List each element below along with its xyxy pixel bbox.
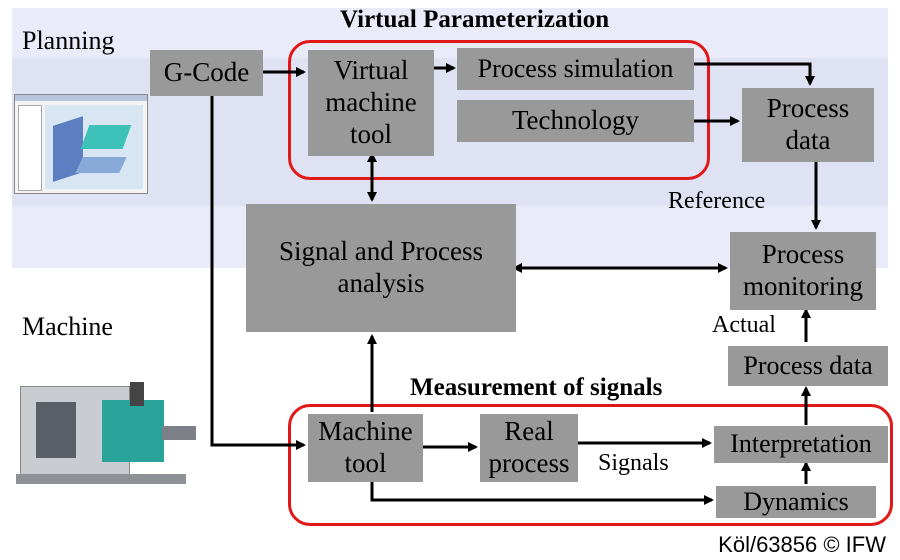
zone-label-machine: Machine <box>22 312 113 341</box>
technology-box: Technology <box>457 100 694 142</box>
measurement-of-signals-frame <box>288 404 893 526</box>
process-data-bottom-box: Process data <box>728 346 888 386</box>
virtual-parameterization-frame <box>288 40 710 180</box>
edge-machinetool-to-dynamics <box>370 482 714 505</box>
real-process-box: Real process <box>480 414 578 482</box>
zone-label-planning: Planning <box>22 26 115 55</box>
machine-tool-photo <box>6 374 196 486</box>
process-monitoring-box: Process monitoring <box>730 232 876 310</box>
edge-label-actual: Actual <box>712 312 776 338</box>
virtual-machine-tool-box: Virtual machine tool <box>308 50 434 156</box>
measurement-of-signals-title: Measurement of signals <box>410 374 663 401</box>
edge-label-signals: Signals <box>598 450 669 476</box>
machine-tool-box: Machine tool <box>308 414 423 482</box>
dynamics-box: Dynamics <box>716 486 876 518</box>
virtual-parameterization-title: Virtual Parameterization <box>340 6 610 33</box>
gcode-box: G-Code <box>150 50 263 96</box>
planning-band-top <box>12 8 888 58</box>
edge-label-reference: Reference <box>668 188 766 214</box>
edge-simulation-to-processdata <box>694 62 815 86</box>
edge-gcode-to-machinetool <box>210 96 306 450</box>
cad-screenshot-icon <box>14 94 148 194</box>
interpretation-box: Interpretation <box>714 426 888 463</box>
process-simulation-box: Process simulation <box>457 48 694 90</box>
figure-credit: Köl/63856 © IFW <box>718 532 886 557</box>
signal-process-analysis-box: Signal and Process analysis <box>246 204 516 332</box>
process-data-top-box: Process data <box>742 88 874 162</box>
